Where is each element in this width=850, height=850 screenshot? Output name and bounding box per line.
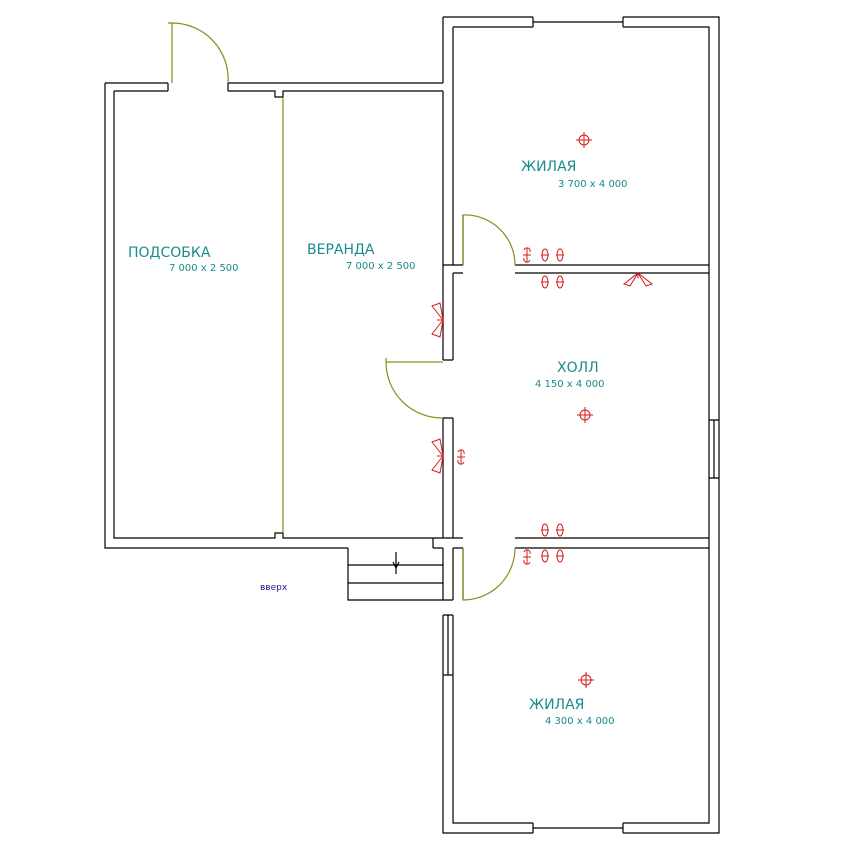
ceiling-light-icon [578, 672, 594, 688]
room-name-zhilaya-bottom: ЖИЛАЯ [529, 697, 584, 713]
door-swing-icon [462, 547, 516, 601]
room-labels: ПОДСОБКА 7 000 x 2 500 ВЕРАНДА 7 000 x 2… [128, 159, 628, 727]
room-name-zhilaya-top: ЖИЛАЯ [521, 159, 576, 175]
lower-stub-walls [432, 537, 454, 601]
switch-icon [457, 449, 465, 465]
room-size-veranda: 7 000 x 2 500 [346, 261, 416, 272]
door-jambs-veranda [443, 359, 453, 419]
electrical [431, 132, 654, 688]
door-jambs-top [167, 83, 229, 91]
stairs-label: вверх [260, 583, 288, 593]
partition-bottom [453, 537, 709, 600]
wall-lamp-icon [622, 272, 654, 287]
switch-icon [523, 549, 531, 565]
window-bottom [532, 823, 624, 833]
left-block-outer-wall [104, 82, 443, 549]
ceiling-light-icon [576, 132, 592, 148]
room-size-holl: 4 150 x 4 000 [535, 379, 605, 390]
door-swing-icon [462, 214, 516, 266]
socket-icon [541, 248, 564, 289]
ceiling-light-icon [577, 407, 593, 423]
stairs-arrow-icon [392, 552, 400, 574]
room-name-podsobka: ПОДСОБКА [128, 245, 211, 261]
room-name-holl: ХОЛЛ [557, 360, 599, 376]
room-name-veranda: ВЕРАНДА [307, 242, 375, 258]
door-swing-icon [168, 22, 229, 84]
left-block-inner-wall [113, 90, 443, 539]
room-size-zhilaya-top: 3 700 x 4 000 [558, 179, 628, 190]
partition-top [453, 215, 709, 274]
doors [168, 22, 516, 601]
window-top [532, 17, 624, 27]
room-size-zhilaya-bottom: 4 300 x 4 000 [545, 716, 615, 727]
wall-lamp-icon [431, 438, 444, 474]
right-block-inner-wall [452, 26, 710, 824]
window-right [709, 419, 719, 479]
window-left-lower [443, 614, 453, 676]
walls [104, 16, 720, 834]
room-size-podsobka: 7 000 x 2 500 [169, 263, 239, 274]
door-swing-icon [385, 358, 444, 419]
wall-lamp-icon [431, 302, 444, 338]
right-block-outer-wall [442, 16, 720, 834]
veranda-right-wall [442, 27, 454, 538]
switch-icon [523, 247, 531, 263]
socket-icon [541, 523, 564, 563]
